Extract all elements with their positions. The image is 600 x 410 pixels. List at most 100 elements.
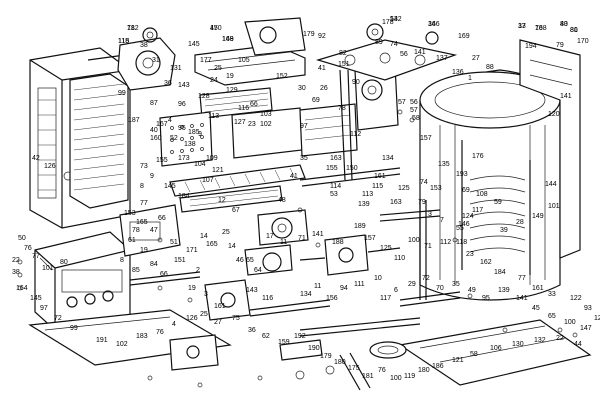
part-number-label: 100	[390, 375, 402, 382]
part-number-label: 192	[294, 333, 306, 340]
part-number-label: 26	[320, 85, 328, 92]
part-number-label: 171	[186, 247, 198, 254]
part-number-label: 182	[127, 25, 139, 32]
part-number-label: 142	[390, 16, 402, 23]
part-number-label: 124	[462, 213, 474, 220]
part-number-label: 152	[276, 73, 288, 80]
part-number-label: 38	[12, 269, 20, 276]
part-number-label: 56	[400, 51, 408, 58]
part-number-label: 6	[394, 287, 398, 294]
part-number-label: 184	[494, 269, 506, 276]
part-number-label: 145	[30, 295, 42, 302]
part-number-label: 69	[312, 97, 320, 104]
part-number-label: 107	[202, 177, 214, 184]
part-number-label: 126	[186, 315, 198, 322]
part-number-label: 31	[152, 57, 160, 64]
part-number-label: 121	[212, 167, 224, 174]
part-number-label: 95	[482, 295, 490, 302]
part-number-label: 69	[462, 187, 470, 194]
control-panel	[34, 231, 131, 331]
part-number-label: 179	[320, 353, 332, 360]
part-number-label: 100	[564, 319, 576, 326]
top-plate	[315, 23, 458, 81]
part-number-label: 8	[120, 257, 124, 264]
part-number-label: 103	[260, 111, 272, 118]
diverter-valve	[299, 234, 401, 276]
part-number-label: 76	[24, 245, 32, 252]
part-number-label: 33	[548, 291, 556, 298]
part-number-label: 112	[350, 131, 361, 138]
part-number-label: 64	[254, 267, 262, 274]
part-number-label: 47	[150, 227, 158, 234]
part-number-label: 157	[364, 235, 376, 242]
part-number-label: 25	[200, 311, 208, 318]
part-number-label: 28	[516, 219, 524, 226]
part-number-label: 127	[234, 119, 246, 126]
part-number-label: 3	[428, 211, 432, 218]
part-number-label: 143	[178, 82, 190, 89]
part-number-label: 131	[170, 65, 182, 72]
part-number-label: 57	[398, 99, 406, 106]
part-number-label: 178	[382, 19, 394, 26]
part-number-label: 42	[32, 155, 40, 162]
part-number-label: 73	[140, 163, 148, 170]
part-number-label: 65	[548, 313, 556, 320]
part-number-label: 23	[248, 121, 256, 128]
top-frame	[194, 17, 306, 86]
part-number-label: 162	[480, 259, 492, 266]
part-number-label: 109	[206, 155, 218, 162]
part-number-label: 150	[346, 165, 358, 172]
part-number-label: 72	[422, 275, 430, 282]
part-number-label: 151	[338, 61, 350, 68]
part-number-label: 141	[414, 49, 426, 56]
part-number-label: 185	[188, 129, 200, 136]
part-number-label: 113	[362, 191, 373, 198]
part-number-label: 150	[210, 25, 222, 32]
part-number-label: 89	[375, 39, 383, 46]
part-number-label: 81	[570, 27, 578, 34]
part-number-label: 111	[354, 281, 365, 288]
part-number-label: 80	[560, 21, 568, 28]
part-number-label: 159	[278, 339, 290, 346]
part-number-label: 146	[458, 221, 470, 228]
part-number-label: 93	[584, 305, 592, 312]
part-number-label: 58	[470, 351, 478, 358]
part-number-label: 72	[54, 315, 62, 322]
part-number-label: 78	[132, 227, 140, 234]
part-number-label: 66	[250, 101, 258, 108]
part-number-label: 153	[124, 210, 136, 217]
part-number-label: 108	[476, 191, 488, 198]
part-number-label: 79	[418, 199, 426, 206]
part-number-label: 99	[118, 90, 126, 97]
part-number-label: 71	[298, 235, 306, 242]
part-number-label: 35	[452, 281, 460, 288]
part-number-label: 118	[456, 239, 467, 246]
part-number-label: 169	[458, 33, 470, 40]
part-number-label: 144	[545, 181, 557, 188]
part-number-label: 128	[198, 93, 210, 100]
part-number-label: 161	[214, 303, 226, 310]
part-number-label: 70	[436, 285, 444, 292]
part-number-label: 80	[570, 27, 578, 34]
part-number-label: 55	[456, 225, 464, 232]
part-number-label: 125	[380, 245, 392, 252]
part-number-label: 23	[466, 251, 474, 258]
part-number-label: 2	[196, 267, 200, 274]
part-number-label: 27	[472, 55, 480, 62]
part-number-label: 147	[580, 325, 592, 332]
part-number-label: 168	[222, 36, 234, 43]
part-number-label: 35	[300, 155, 308, 162]
part-number-label: 179	[303, 31, 315, 38]
part-number-label: 14	[200, 233, 208, 240]
part-number-label: 9	[150, 173, 154, 180]
part-number-label: 119	[404, 373, 415, 380]
part-number-label: 145	[164, 183, 176, 190]
part-number-label: 22	[556, 335, 564, 342]
pipework	[129, 200, 461, 337]
part-number-label: 163	[330, 155, 342, 162]
part-number-label: 176	[472, 153, 484, 160]
part-number-label: 125	[398, 185, 410, 192]
part-number-label: 126	[44, 163, 56, 170]
part-number-label: 161	[532, 285, 544, 292]
